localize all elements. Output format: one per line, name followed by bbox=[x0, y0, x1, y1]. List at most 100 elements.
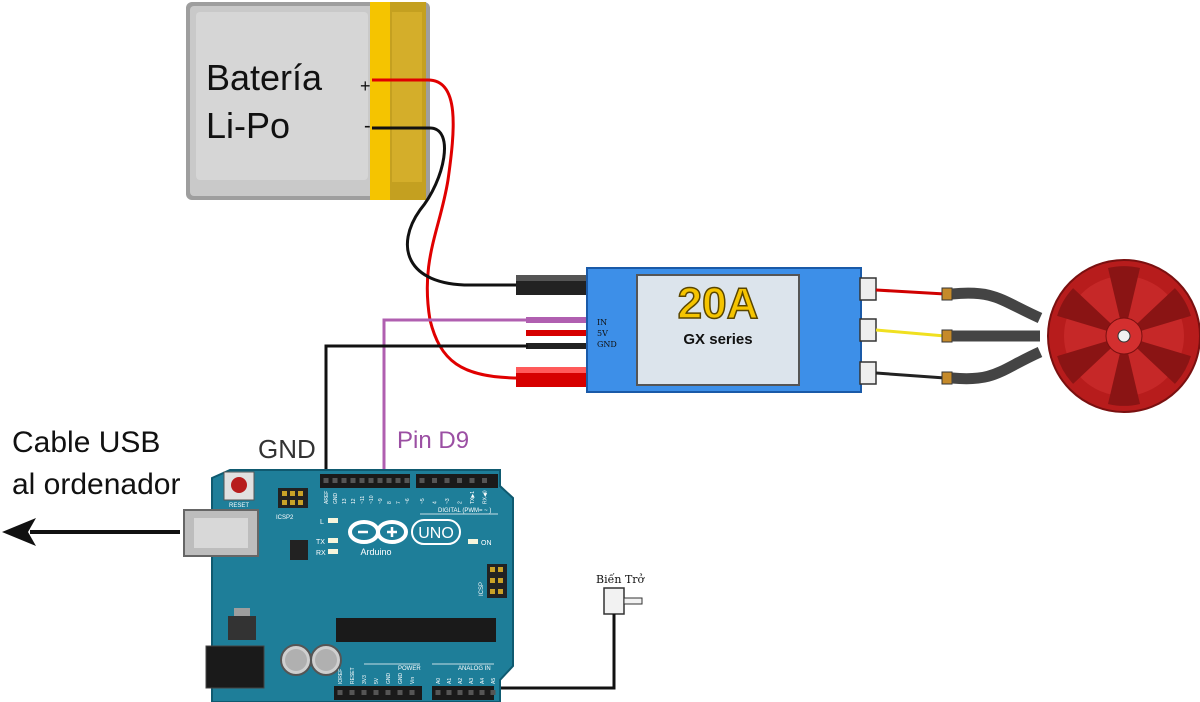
power-pin-label: GND bbox=[398, 673, 404, 685]
top-pin-label: ~9 bbox=[378, 498, 384, 504]
analog-pin-label: A0 bbox=[436, 678, 442, 684]
arduino-logo-icon bbox=[348, 520, 408, 544]
top-pin-hole bbox=[332, 478, 338, 483]
battery-label-line1: Batería bbox=[206, 57, 323, 98]
gnd-label: GND bbox=[258, 434, 316, 464]
analog-pin-label: A2 bbox=[458, 678, 464, 684]
top-pin-hole bbox=[323, 478, 329, 483]
top-pin-hole bbox=[404, 478, 410, 483]
arduino-digital-label: DIGITAL (PWM= ~ ) bbox=[438, 508, 491, 514]
top-pin-hole bbox=[457, 478, 462, 483]
esc-pin-in: IN bbox=[597, 318, 607, 327]
lipo-battery: Batería Li-Po + - bbox=[186, 2, 430, 200]
arduino-icsp-label: ICSP bbox=[479, 582, 485, 596]
arduino-led-on-label: ON bbox=[481, 540, 492, 547]
power-pin-hole bbox=[397, 690, 403, 695]
power-pin-hole bbox=[373, 690, 379, 695]
analog-pin-label: A1 bbox=[447, 678, 453, 684]
pin-d9-label: Pin D9 bbox=[397, 427, 469, 454]
power-pin-label: 3V3 bbox=[362, 675, 368, 684]
top-pin-hole bbox=[482, 478, 487, 483]
arduino-icsp2-label: ICSP2 bbox=[276, 515, 294, 521]
top-pin-hole bbox=[419, 478, 425, 483]
esc-pin-gnd: GND bbox=[597, 340, 617, 349]
analog-pin-label: A3 bbox=[469, 678, 475, 684]
potentiometer-wire bbox=[490, 614, 616, 690]
top-pin-label: 4 bbox=[433, 501, 439, 504]
arduino-uno-label: UNO bbox=[418, 525, 454, 542]
usb-cable-label-line1: Cable USB bbox=[12, 426, 160, 459]
top-pin-label: GND bbox=[333, 493, 339, 505]
battery-minus-terminal: - bbox=[364, 115, 371, 137]
potentiometer: Biến Trở bbox=[596, 573, 646, 615]
power-pin-label: IOREF bbox=[338, 669, 344, 684]
analog-pin-label: A4 bbox=[480, 678, 486, 684]
top-pin-label: ~11 bbox=[360, 496, 366, 504]
battery-plus-terminal: + bbox=[360, 76, 371, 96]
battery-positive-wire bbox=[372, 78, 521, 380]
analog-pin-hole bbox=[479, 690, 485, 695]
top-pin-hole bbox=[395, 478, 401, 483]
top-pin-hole bbox=[469, 478, 475, 483]
potentiometer-label: Biến Trở bbox=[596, 573, 646, 586]
arduino-microcontroller-chip bbox=[336, 618, 496, 642]
top-pin-label: 2 bbox=[458, 501, 464, 504]
ground-wire bbox=[324, 344, 528, 478]
top-pin-label: TX▶1 bbox=[470, 491, 476, 504]
brushless-motor bbox=[1047, 259, 1200, 413]
arduino-analog-in-label: ANALOG IN bbox=[458, 666, 491, 672]
battery-label-line2: Li-Po bbox=[206, 105, 290, 146]
top-pin-hole bbox=[341, 478, 347, 483]
analog-pin-label: A5 bbox=[491, 678, 497, 684]
power-pin-label: 5V bbox=[374, 677, 380, 684]
power-pin-hole bbox=[349, 690, 355, 695]
power-pin-label: Vin bbox=[410, 677, 416, 684]
analog-pin-hole bbox=[446, 690, 452, 695]
top-pin-label: 12 bbox=[351, 498, 357, 504]
power-pin-hole bbox=[337, 690, 343, 695]
arduino-reset-button[interactable] bbox=[231, 477, 247, 493]
top-pin-label: RX◀0 bbox=[483, 490, 489, 504]
top-pin-label: AREF bbox=[324, 491, 330, 504]
esc-controller: 20A GX series IN 5V GND bbox=[586, 267, 877, 393]
top-pin-label: 13 bbox=[342, 498, 348, 504]
power-pin-label: RESET bbox=[350, 667, 356, 684]
top-pin-hole bbox=[444, 478, 450, 483]
top-pin-label: ~6 bbox=[405, 498, 411, 504]
esc-series-label: GX series bbox=[683, 331, 752, 348]
power-pin-hole bbox=[409, 690, 415, 695]
battery-negative-wire bbox=[372, 126, 520, 287]
top-pin-hole bbox=[386, 478, 392, 483]
analog-pin-hole bbox=[468, 690, 474, 695]
top-pin-label: 7 bbox=[396, 501, 402, 504]
arduino-reset-label: RESET bbox=[229, 503, 249, 509]
top-pin-label: ~5 bbox=[420, 498, 426, 504]
arduino-brand-label: Arduino bbox=[360, 547, 391, 557]
arduino-led-l-label: L bbox=[320, 519, 324, 526]
usb-arrow-icon bbox=[2, 518, 180, 546]
arduino-led-rx-label: RX bbox=[316, 550, 326, 557]
top-pin-label: 8 bbox=[387, 501, 393, 504]
power-pin-hole bbox=[361, 690, 367, 695]
analog-pin-hole bbox=[435, 690, 441, 695]
power-pin-label: GND bbox=[386, 673, 392, 685]
arduino-dc-jack bbox=[205, 645, 265, 689]
analog-pin-hole bbox=[490, 690, 496, 695]
arduino-led-tx-label: TX bbox=[316, 539, 325, 546]
esc-rating-label: 20A bbox=[678, 279, 759, 328]
analog-pin-hole bbox=[457, 690, 463, 695]
usb-cable-label-line2: al ordenador bbox=[12, 468, 180, 501]
power-pin-hole bbox=[385, 690, 391, 695]
top-pin-hole bbox=[350, 478, 356, 483]
top-pin-hole bbox=[432, 478, 437, 483]
signal-wire-d9 bbox=[382, 318, 528, 478]
top-pin-hole bbox=[368, 478, 374, 483]
top-pin-hole bbox=[377, 478, 383, 483]
top-pin-label: ~3 bbox=[445, 498, 451, 504]
arduino-power-label: POWER bbox=[398, 666, 421, 672]
top-pin-hole bbox=[359, 478, 365, 483]
esc-pin-5v: 5V bbox=[597, 329, 608, 338]
top-pin-label: ~10 bbox=[369, 495, 375, 504]
